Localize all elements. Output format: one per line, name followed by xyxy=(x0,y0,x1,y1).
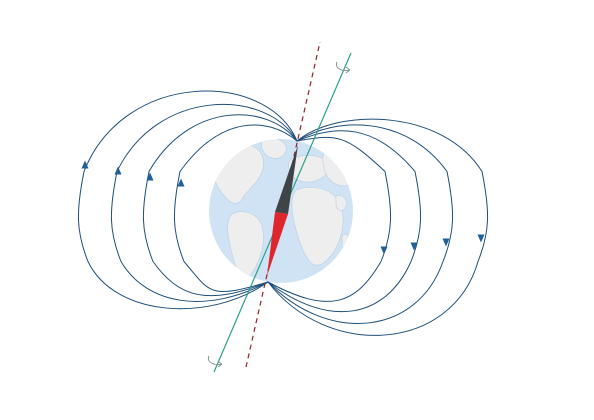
field-direction-arrow-icon xyxy=(380,246,388,255)
field-direction-arrow-icon xyxy=(442,238,450,247)
field-direction-arrow-icon xyxy=(177,178,185,187)
field-line-right-2 xyxy=(267,124,454,324)
field-line-left-2 xyxy=(110,104,298,302)
field-direction-arrow-icon xyxy=(477,234,485,243)
field-line-right-3 xyxy=(267,130,422,313)
field-line-right-4 xyxy=(267,136,392,302)
field-direction-arrow-icon xyxy=(410,242,418,251)
field-line-left-3 xyxy=(142,114,298,297)
field-lines-right xyxy=(267,118,489,336)
field-direction-arrow-icon xyxy=(81,160,89,169)
field-lines-left xyxy=(77,90,298,310)
magnet-north-pole xyxy=(275,145,298,214)
bar-magnet-icon xyxy=(267,145,298,276)
field-direction-arrow-icon xyxy=(114,166,122,175)
field-line-left-1 xyxy=(77,90,298,310)
rotation-arrow-icon xyxy=(207,355,223,368)
rotation-arrow-icon xyxy=(335,61,351,74)
magnet-south-pole xyxy=(267,212,288,276)
field-line-right-1 xyxy=(267,118,489,336)
field-direction-arrow-icon xyxy=(146,172,154,181)
field-line-left-4 xyxy=(173,124,298,292)
